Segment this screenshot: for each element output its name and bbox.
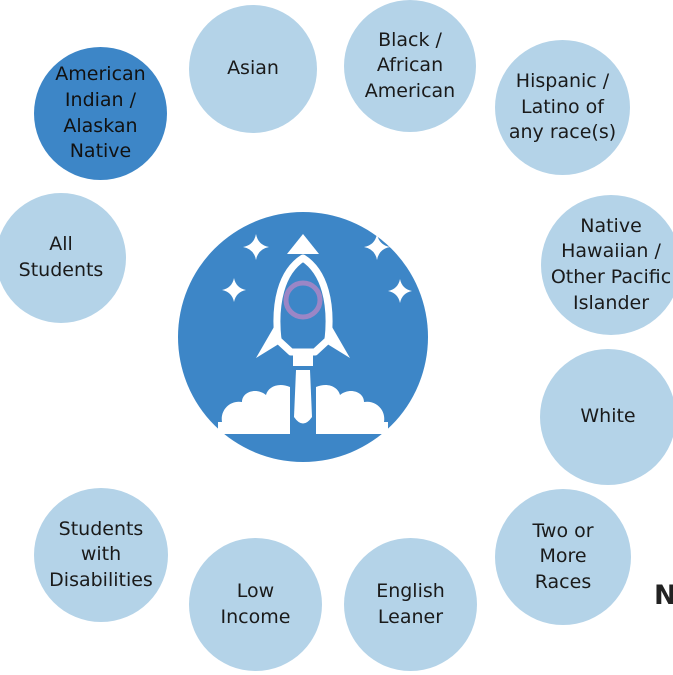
left-smoke: [218, 384, 290, 434]
cut-off-text: N: [654, 580, 673, 611]
group-label: Hispanic / Latino of any race(s): [508, 70, 617, 144]
group-label: Students with Disabilities: [49, 517, 153, 591]
group-label: English Leaner: [376, 579, 445, 628]
porthole: [283, 280, 323, 320]
group-hispanic-latino[interactable]: Hispanic / Latino of any race(s): [495, 40, 630, 175]
flame: [294, 370, 312, 424]
group-label: Two or More Races: [532, 519, 594, 593]
group-label: American Indian / Alaskan Native: [55, 63, 146, 163]
group-label: Low Income: [220, 579, 291, 628]
group-label: White: [580, 405, 636, 428]
group-label: Asian: [227, 57, 279, 80]
rocket-launch-icon: [218, 234, 412, 434]
group-native-hawaiian-pacific-islander[interactable]: Native Hawaiian / Other Pacific Islander: [541, 195, 673, 335]
group-label: Black / African American: [364, 28, 456, 102]
rocket-nose: [287, 234, 319, 254]
group-label: All Students: [18, 233, 104, 281]
group-students-with-disabilities[interactable]: Students with Disabilities: [34, 488, 168, 622]
sparkle-icon: [388, 279, 412, 303]
group-all-students[interactable]: All Students: [0, 193, 126, 323]
right-fin: [324, 320, 350, 358]
group-low-income[interactable]: Low Income: [189, 538, 322, 671]
right-smoke: [316, 384, 388, 434]
group-label: Native Hawaiian / Other Pacific Islander: [550, 214, 672, 314]
group-english-learner[interactable]: English Leaner: [344, 538, 477, 671]
group-white[interactable]: White: [540, 349, 673, 485]
group-two-or-more-races[interactable]: Two or More Races: [495, 489, 631, 625]
sparkle-icon: [364, 234, 390, 260]
center-circle: [178, 212, 428, 462]
sparkle-icon: [243, 234, 269, 260]
group-american-indian-alaskan-native[interactable]: American Indian / Alaskan Native: [34, 47, 167, 180]
nozzle: [293, 352, 313, 366]
sparkle-icon: [222, 278, 246, 302]
group-asian[interactable]: Asian: [189, 5, 317, 133]
group-black-african-american[interactable]: Black / African American: [344, 0, 476, 132]
left-fin: [256, 320, 282, 358]
